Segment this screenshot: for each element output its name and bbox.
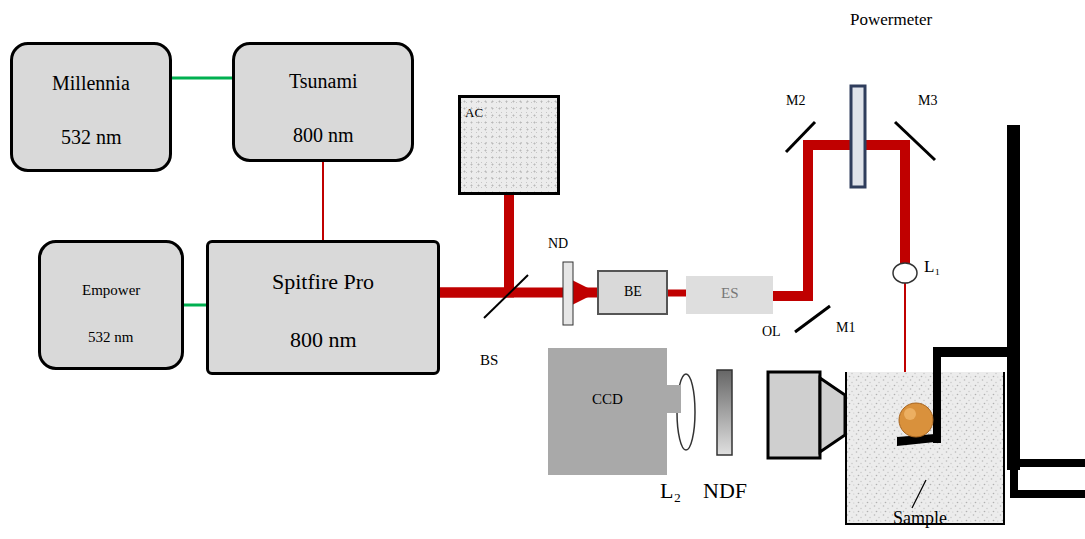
powermeter <box>851 86 865 187</box>
camera-nose <box>667 385 681 413</box>
mirror-label: M1 <box>836 320 855 336</box>
laser-beam <box>773 145 905 402</box>
node-title: ES <box>721 285 739 302</box>
objective-label: OL <box>762 324 781 340</box>
node-title: BE <box>624 284 642 300</box>
node-title: CCD <box>592 391 623 408</box>
leader-line <box>912 480 926 508</box>
node-subtitle: 532 nm <box>61 126 122 149</box>
sample-holder <box>897 125 1085 494</box>
filter-label: NDF <box>703 478 747 503</box>
node-subtitle: 800 nm <box>293 124 354 147</box>
pump-link <box>184 304 206 307</box>
nd-filter <box>563 262 573 325</box>
device-label: Powermeter <box>850 10 932 30</box>
pump-link <box>172 77 232 80</box>
lens-label: L₂ <box>660 478 681 503</box>
node-title: Millennia <box>52 72 130 95</box>
laser-box: Millennia 532 nm <box>10 42 172 172</box>
node-title: AC <box>465 106 483 121</box>
splitter-label: BS <box>480 352 498 369</box>
mirror-label: M2 <box>786 93 805 109</box>
lens-label: L₁ <box>924 257 940 277</box>
ndf-filter <box>717 370 732 455</box>
node-title: Empower <box>82 282 140 299</box>
sample-label: Sample <box>893 508 947 529</box>
ccd-camera: CCD <box>548 348 667 475</box>
laser-box: Empower 532 nm <box>38 240 184 370</box>
amplifier-box: Spitfire Pro 800 nm <box>206 240 440 375</box>
autocorrelator-box: AC <box>458 95 560 195</box>
filter-label: ND <box>548 236 568 252</box>
beam-splitter <box>484 275 528 318</box>
sample-ball <box>899 403 933 437</box>
seed-link <box>322 162 324 240</box>
laser-beam <box>668 290 686 297</box>
node-subtitle: 532 nm <box>88 329 133 346</box>
beam-expander-box: BE <box>597 270 668 315</box>
node-title: Tsunami <box>289 70 358 93</box>
node-subtitle: 800 nm <box>290 327 357 352</box>
sample-tank <box>846 372 1004 524</box>
microscope-objective <box>768 372 845 458</box>
node-title: Spitfire Pro <box>272 269 374 294</box>
laser-box: Tsunami 800 nm <box>232 42 414 162</box>
laser-beam <box>440 195 509 293</box>
mirror-label: M3 <box>918 93 937 109</box>
shutter-box: ES <box>686 276 773 314</box>
